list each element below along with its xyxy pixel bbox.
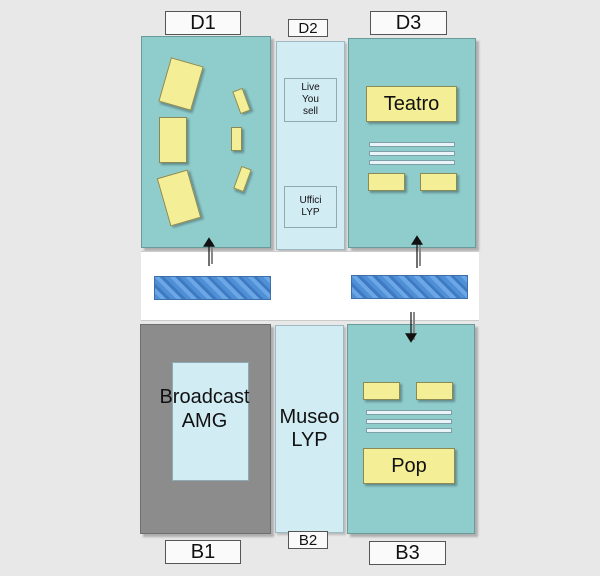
b3-box-left <box>363 382 400 400</box>
d3-sign: Teatro <box>366 86 457 122</box>
d3-stripe-2 <box>369 151 455 156</box>
d3-box-right <box>420 173 457 191</box>
label-d3: D3 <box>370 11 447 35</box>
label-b3: B3 <box>369 541 446 565</box>
corridor <box>141 251 479 321</box>
label-d2: D2 <box>288 19 328 37</box>
label-b2: B2 <box>288 531 328 549</box>
block-b2: Museo LYP <box>275 325 344 533</box>
block-d1 <box>141 36 271 248</box>
block-d2: Live You sell Uffici LYP <box>276 41 345 250</box>
block-d3: Teatro <box>348 38 476 248</box>
b3-sign: Pop <box>363 448 455 484</box>
block-b1: Broadcast AMG <box>140 324 271 534</box>
b3-box-right <box>416 382 453 400</box>
label-d1: D1 <box>165 11 241 35</box>
label-b1: B1 <box>165 540 241 564</box>
b3-stripe-2 <box>366 419 452 424</box>
d2-box-bottom: Uffici LYP <box>284 186 337 228</box>
b1-screen <box>172 362 249 481</box>
d2-box-top: Live You sell <box>284 78 337 122</box>
b2-text: Museo LYP <box>279 406 340 451</box>
b1-sign: Broadcast AMG <box>159 386 250 432</box>
d1-seat-right-2 <box>231 127 242 151</box>
pool-right <box>351 275 468 299</box>
d3-box-left <box>368 173 405 191</box>
block-b3: Pop <box>347 324 475 534</box>
b3-stripe-3 <box>366 428 452 433</box>
d1-seat-left-2 <box>159 117 187 163</box>
d3-stripe-3 <box>369 160 455 165</box>
b3-stripe-1 <box>366 410 452 415</box>
d3-stripe-1 <box>369 142 455 147</box>
pool-left <box>154 276 271 300</box>
